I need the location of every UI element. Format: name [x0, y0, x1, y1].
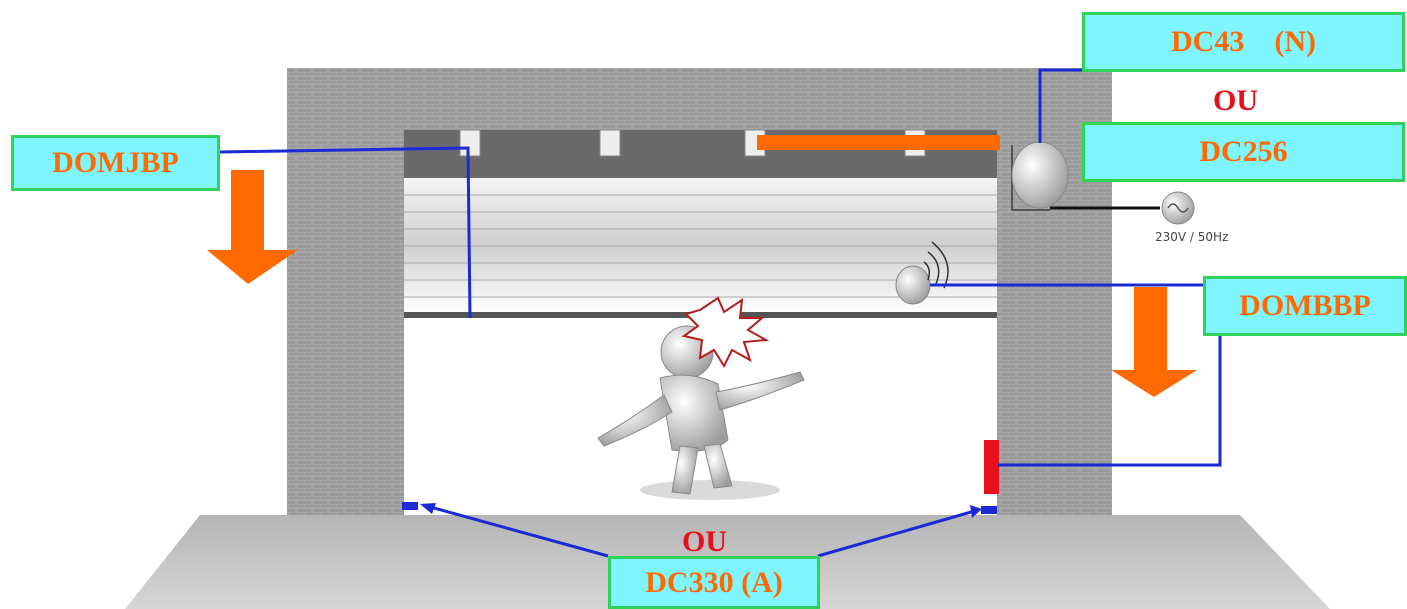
- label-dc43: DC43 (N): [1082, 12, 1405, 72]
- left-wall-pillar: [287, 68, 404, 515]
- down-arrow-right-icon: [1111, 287, 1197, 397]
- label-ou-top: OU: [1213, 84, 1258, 118]
- orange-bar: [757, 135, 1000, 150]
- photocell-left: [402, 502, 418, 510]
- top-lintel: [287, 68, 1112, 130]
- label-domjbp: DOMJBP: [11, 135, 220, 191]
- down-arrow-left-icon: [207, 170, 298, 284]
- power-socket-icon: [1162, 192, 1194, 224]
- label-dc330: DC330 (A): [608, 556, 820, 609]
- power-label: 230V / 50Hz: [1155, 230, 1228, 244]
- label-ou-bottom: OU: [682, 525, 727, 559]
- label-dombbp: DOMBBP: [1203, 276, 1407, 336]
- photocell-right: [981, 506, 997, 514]
- red-edge-sensor: [984, 440, 999, 494]
- label-dc256: DC256: [1082, 122, 1405, 182]
